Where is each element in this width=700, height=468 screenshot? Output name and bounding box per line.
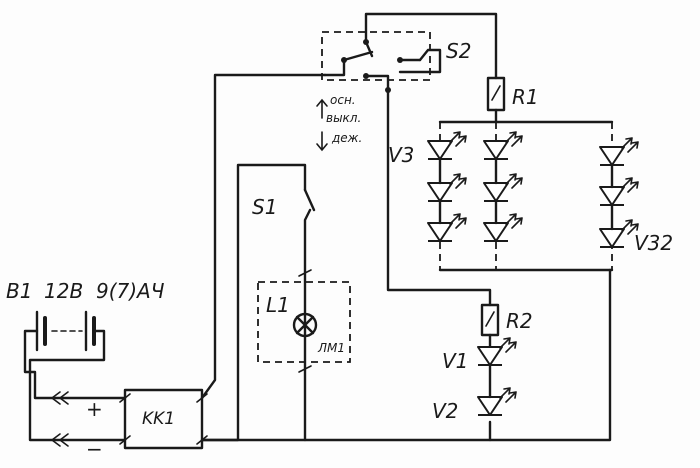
led-col3-2 [599, 219, 639, 248]
label-v3: V3 [388, 143, 414, 167]
label-lm1: ЛМ1 [317, 341, 345, 355]
mode-legend: осн. выкл. деж. [316, 93, 362, 152]
label-v32: V32 [634, 231, 673, 255]
label-l1: L1 [266, 293, 290, 317]
label-r2: R2 [506, 309, 533, 333]
label-v2: V2 [432, 399, 458, 423]
arrow-down-icon [316, 131, 328, 152]
battery-b1 [23, 310, 127, 442]
connector-plus [50, 391, 69, 405]
switch-s1 [303, 188, 316, 212]
mode-standby-label: деж. [331, 131, 362, 145]
connector-minus [50, 433, 69, 447]
mode-off-label: выкл. [326, 111, 361, 125]
label-v1: V1 [442, 349, 468, 373]
led-col1-1 [427, 173, 467, 202]
led-col2-0 [483, 131, 523, 160]
led-col1-0 [427, 131, 467, 160]
led-col3-1 [599, 177, 639, 206]
led-group [427, 131, 639, 416]
label-plus: + [86, 397, 103, 421]
mode-main-label: осн. [330, 93, 356, 107]
led-col2-1 [483, 173, 523, 202]
wires [200, 12, 614, 442]
led-v1 [477, 337, 517, 366]
led-col2-2 [483, 213, 523, 242]
arrow-up-icon [316, 98, 328, 119]
led-array-frame [439, 121, 613, 271]
label-b1: B1 [6, 279, 32, 303]
label-minus: − [86, 437, 103, 461]
label-s1: S1 [252, 195, 277, 219]
label-b1-capacity: 9(7)АЧ [96, 279, 165, 303]
switch-s2 [321, 31, 431, 93]
label-r1: R1 [512, 85, 539, 109]
lamp-l1 [257, 269, 351, 373]
resistor-r1 [486, 76, 506, 112]
led-v2 [477, 387, 517, 416]
label-kk1: KK1 [142, 409, 175, 429]
label-b1-voltage: 12В [44, 279, 83, 303]
label-s2: S2 [446, 39, 471, 63]
resistor-r2 [480, 303, 500, 348]
led-col3-0 [599, 137, 639, 166]
led-col1-2 [427, 213, 467, 242]
